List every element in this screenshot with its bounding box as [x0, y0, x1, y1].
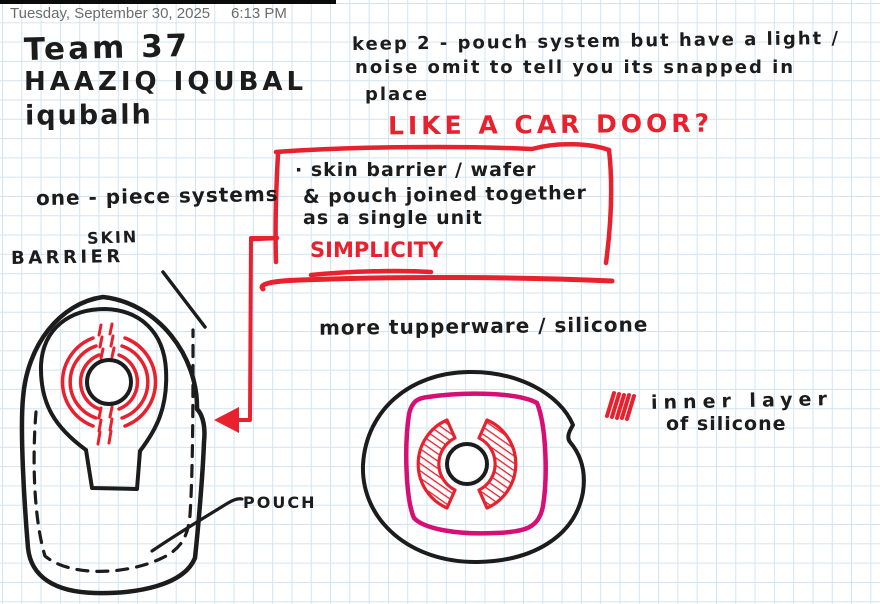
one-piece-diagram [19, 270, 244, 596]
concept-box-line1: · skin barrier / wafer [295, 159, 537, 181]
barrier-pointer-line [161, 270, 207, 329]
outer-shell-outline [360, 369, 586, 565]
idea-note-line3: place [365, 84, 430, 105]
skin-label: SKIN [86, 227, 139, 248]
one-piece-label: one - piece systems [35, 181, 279, 211]
simplicity-label: SIMPLICITY [310, 238, 444, 262]
silicone-layer-left [416, 418, 457, 510]
concept-box-frame [250, 141, 615, 292]
username: iqubalh [24, 99, 153, 132]
cross-section-diagram [360, 369, 586, 565]
idea-note-line2: noise omit to tell you its snapped in [355, 57, 796, 78]
skin-barrier-outline [38, 307, 169, 491]
material-note: more tupperware / silicone [318, 312, 649, 340]
barrier-label: BARRIER [10, 246, 124, 269]
toolbar-divider [0, 0, 336, 4]
team-name: Team 37 [23, 27, 191, 69]
pouch-label: POUCH [243, 493, 317, 512]
silicone-legend-line2: of silicone [666, 413, 787, 435]
member-name: HAAZIQ IQUBAL [24, 67, 308, 97]
concept-box-line3: as a single unit [303, 207, 483, 229]
arrowhead-icon [214, 407, 239, 433]
center-opening [445, 442, 489, 486]
silicone-layer-right [477, 418, 518, 510]
pouch-pointer-line [150, 497, 244, 553]
connector-arrow [214, 236, 279, 433]
adhesive-rings [60, 322, 158, 446]
ring-tick-marks [96, 322, 116, 446]
concept-box-line2: & pouch joined together [302, 182, 588, 208]
pouch-outline [19, 294, 207, 596]
note-time: 6:13 PM [231, 5, 287, 22]
pouch-inner-dashed-outline [32, 328, 195, 573]
silicone-legend-line1: inner layer [650, 388, 834, 414]
stoma-opening [85, 358, 133, 406]
magenta-seal-ring [404, 391, 548, 536]
car-door-highlight: LIKE A CAR DOOR? [387, 108, 714, 141]
note-date: Tuesday, September 30, 2025 [10, 5, 211, 22]
silicone-swatch-icon [605, 391, 636, 421]
